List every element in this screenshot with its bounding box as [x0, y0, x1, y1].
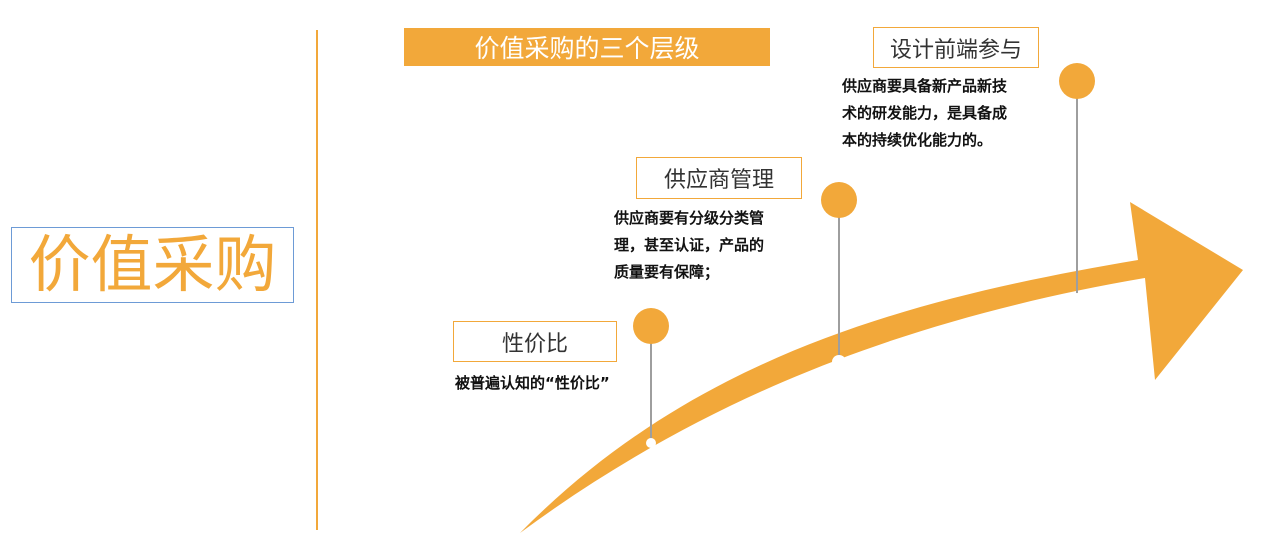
- level-1-description: 被普遍认知的“性价比”: [455, 370, 655, 397]
- level-2-desc-line: 供应商要有分级分类管: [614, 209, 765, 227]
- vertical-divider: [316, 30, 318, 530]
- marker-dot-2: [821, 182, 857, 218]
- level-3-desc-line: 本的持续优化能力的。: [842, 131, 993, 149]
- header-banner: 价值采购的三个层级: [404, 28, 770, 66]
- marker-dot-1: [633, 308, 669, 344]
- level-2-description: 供应商要有分级分类管 理，甚至认证，产品的 质量要有保障；: [614, 205, 814, 286]
- anchor-dot-3: [1068, 293, 1086, 311]
- level-1-label: 性价比: [453, 321, 617, 362]
- anchor-dot-1: [646, 438, 656, 448]
- anchor-dot-2: [832, 355, 846, 369]
- level-3-desc-line: 术的研发能力，是具备成: [842, 104, 1008, 122]
- growth-arrow: [520, 202, 1243, 533]
- level-1-desc-line: 被普遍认知的“性价比”: [455, 374, 610, 392]
- level-2-desc-line: 理，甚至认证，产品的: [614, 236, 765, 254]
- level-3-desc-line: 供应商要具备新产品新技: [842, 77, 1008, 95]
- main-title: 价值采购: [11, 227, 294, 303]
- level-2-label: 供应商管理: [636, 157, 802, 199]
- level-3-label: 设计前端参与: [873, 27, 1039, 68]
- marker-dot-3: [1059, 63, 1095, 99]
- level-3-description: 供应商要具备新产品新技 术的研发能力，是具备成 本的持续优化能力的。: [842, 73, 1047, 154]
- level-2-desc-line: 质量要有保障；: [614, 263, 720, 281]
